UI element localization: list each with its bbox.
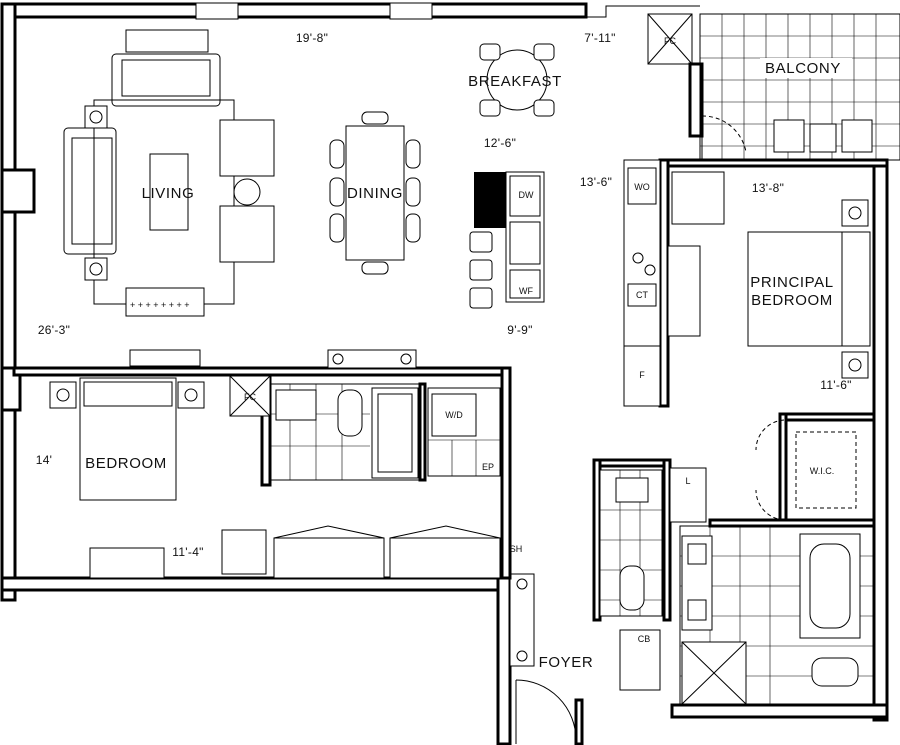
dim-principal-width: 11'-6" (820, 378, 851, 392)
dim-kitchen-width: 9'-9" (507, 323, 532, 337)
tag-fridge: F (639, 370, 645, 380)
room-label-foyer: FOYER (539, 654, 594, 671)
tag-coat-closet: CB (638, 634, 651, 644)
dining-furniture (329, 111, 421, 275)
corridor (509, 458, 707, 745)
room-label-breakfast: BREAKFAST (468, 73, 562, 90)
dim-bedroom-length: 14' (36, 453, 53, 467)
main-bath (269, 349, 501, 482)
tag-wf: WF (519, 286, 533, 296)
tag-cooktop: CT (636, 290, 648, 300)
dim-kitchen-depth: 13'-6" (580, 175, 612, 189)
room-label-balcony: BALCONY (765, 60, 841, 77)
tag-washer-dryer: W/D (445, 410, 463, 420)
console-pattern: + + + + + + + + (130, 300, 190, 310)
dim-living-width: 19'-8" (296, 31, 328, 45)
kitchen-island (469, 171, 545, 309)
tag-shelf: SH (510, 544, 523, 554)
dim-bedroom-width: 11'-4" (172, 545, 203, 559)
breakfast-table (479, 43, 555, 117)
tag-fc-bedroom: FC (244, 392, 256, 402)
dim-balcony-depth: 13'-8" (752, 181, 784, 195)
dim-living-length: 26'-3" (38, 323, 70, 337)
tag-electrical-panel: EP (482, 462, 494, 472)
dim-balcony-width: 7'-11" (584, 31, 615, 45)
kitchen-counter (623, 158, 670, 408)
room-label-living: LIVING (142, 185, 195, 202)
bedroom-area (12, 366, 512, 580)
tag-walk-in-closet: W.I.C. (810, 466, 835, 476)
room-label-bedroom: BEDROOM (85, 455, 167, 472)
living-furniture: + + + + + + + + (63, 29, 275, 367)
dim-dining-depth: 12'-6" (484, 136, 516, 150)
tag-linen: L (685, 476, 690, 486)
room-label-principal-line1: PRINCIPAL (750, 274, 833, 291)
tag-dishwasher: DW (519, 190, 534, 200)
room-label-principal-line2: BEDROOM (751, 292, 833, 309)
tag-fc-balcony: FC (664, 36, 676, 46)
tag-wall-oven: WO (634, 182, 650, 192)
ensuite-bath (679, 525, 875, 707)
room-label-dining: DINING (347, 185, 403, 202)
balcony (699, 13, 900, 161)
